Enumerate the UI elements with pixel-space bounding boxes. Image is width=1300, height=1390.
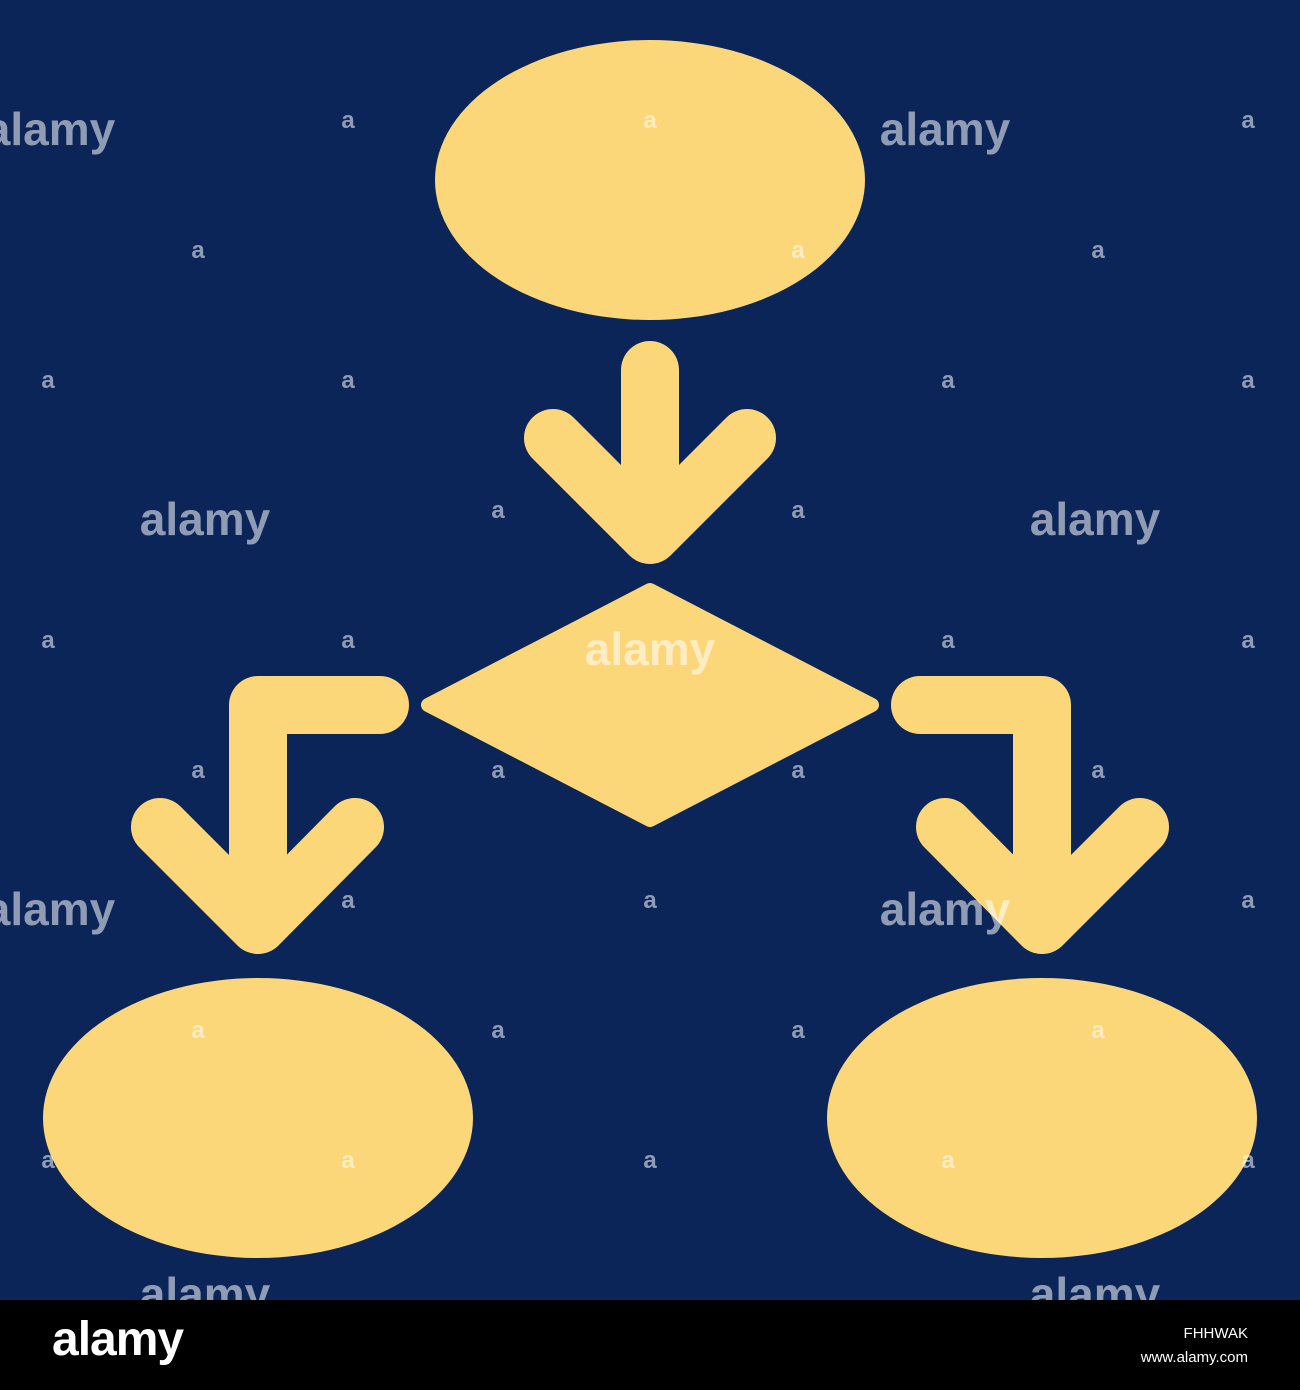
flowchart-icon: alamyalamyalamyalamyalamyalamyalamyalamy… <box>0 0 1300 1300</box>
left-ellipse-node <box>43 978 473 1258</box>
down-arrow <box>524 341 776 564</box>
site-url: www.alamy.com <box>1140 1349 1248 1366</box>
right-branch-arrow <box>891 676 1169 954</box>
footer-bar: alamy FHHWAK www.alamy.com <box>0 1300 1300 1390</box>
flowchart-shapes <box>43 40 1257 1258</box>
image-id: FHHWAK <box>1183 1325 1248 1342</box>
start-ellipse-node <box>435 40 865 320</box>
image-canvas: alamyalamyalamyalamyalamyalamyalamyalamy… <box>0 0 1300 1300</box>
footer-info: FHHWAK www.alamy.com <box>1141 1322 1248 1370</box>
right-ellipse-node <box>827 978 1257 1258</box>
footer-logo: alamy <box>52 1313 184 1366</box>
decision-diamond <box>421 583 879 827</box>
left-branch-arrow <box>131 676 409 954</box>
